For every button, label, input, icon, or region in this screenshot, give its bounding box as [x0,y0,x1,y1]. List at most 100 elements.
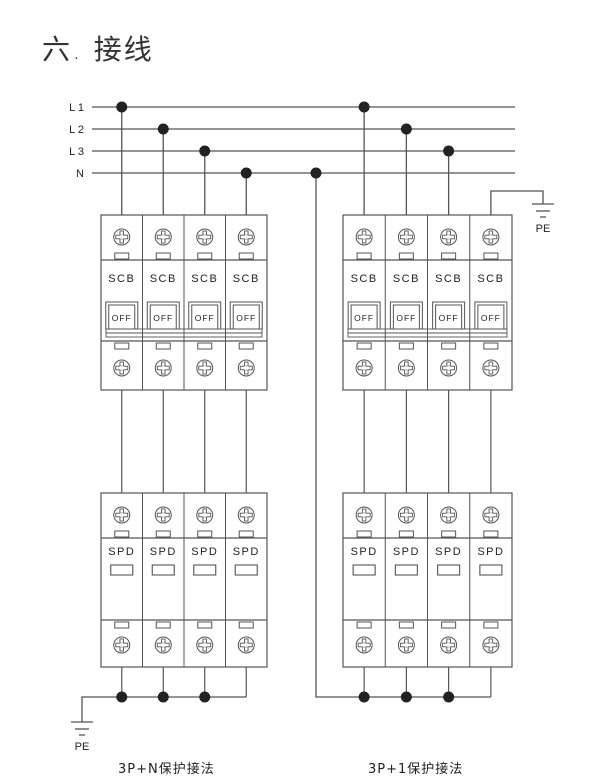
spd-top-terminal-screw [237,506,255,524]
scb-top-terminal-screw [482,228,500,246]
bus-label-l1: L 1 [69,102,84,114]
scb-top-clip [398,252,414,260]
scb-bottom-terminal-screw [355,359,373,377]
screw-slot-center [446,366,451,370]
spd-top-terminal-screw [397,506,415,524]
bus-label-l3: L 3 [69,146,84,158]
spd-top-clip [197,530,213,538]
scb-top-terminal-screw [440,228,458,246]
scb-bottom-clip [398,342,414,350]
scb-label: SCB [435,273,462,285]
scb-switch-state: OFF [195,313,215,323]
scb-bottom-clip [441,342,457,350]
screw-ring [113,506,131,524]
spd-bottom-clip [114,621,130,629]
screw-slot-center [404,235,409,239]
scb-top-clip [197,252,213,260]
screw-slot-center [202,513,207,517]
screw-ring [355,359,373,377]
scb-label: SCB [351,273,378,285]
section-title: 六. 接线 [42,33,154,66]
screw-slot-center [202,643,207,647]
screw-slot-center [202,366,207,370]
screw-slot-center [202,235,207,239]
scb-top-terminal-screw [196,228,214,246]
spd-indicator-window [352,564,376,576]
scb-top-clip [441,252,457,260]
spd-label: SPD [351,546,378,558]
spd-indicator-window [193,564,217,576]
screw-ring [440,506,458,524]
screw-ring [113,359,131,377]
scb-switch-state: OFF [153,313,173,323]
screw-ring [154,228,172,246]
spd-top-terminal-screw [482,506,500,524]
left-pe-junction-dot [199,691,211,703]
screw-slot-center [362,643,366,647]
spd-bottom-terminal-screw [482,636,500,654]
screw-slot-center [161,643,166,647]
screw-ring [154,506,172,524]
scb-handle-bar-lower [347,332,508,338]
scb-bottom-terminal-screw [482,359,500,377]
spd-bottom-clip [155,621,171,629]
bus-label-l2: L 2 [69,124,84,136]
spd-indicator-window [110,564,134,576]
scb-top-clip [238,252,254,260]
spd-top-clip [441,530,457,538]
screw-ring [237,359,255,377]
left-bus-junction-dot-l3 [199,145,211,157]
spd-indicator-window [151,564,175,576]
screw-slot-center [489,366,493,370]
screw-slot-center [446,235,451,239]
spd-top-clip [114,530,130,538]
right-neutral-junction-dot [400,691,412,703]
screw-slot-center [489,235,493,239]
screw-slot-center [362,235,366,239]
scb-bottom-terminal-screw [154,359,172,377]
scb-top-terminal-screw [355,228,373,246]
bus-label-n: N [76,168,84,180]
scb-bottom-terminal-screw [196,359,214,377]
screw-slot-center [446,643,451,647]
spd-bottom-terminal-screw [196,636,214,654]
screw-ring [196,506,214,524]
left-pe-ground-symbol: PE [71,721,93,753]
right-bus-junction-dot-l1 [358,101,370,113]
spd-bottom-clip [238,621,254,629]
scb-switch-state: OFF [481,313,501,323]
scb-label: SCB [150,273,177,285]
spd-top-clip [238,530,254,538]
spd-top-terminal-screw [113,506,131,524]
screw-slot-center [119,513,124,517]
spd-bottom-clip [483,621,499,629]
right-neutral-bus [315,173,491,698]
screw-slot-center [404,643,409,647]
screw-ring [355,506,373,524]
spd-top-terminal-screw [440,506,458,524]
left-bus-junction-dot-l2 [157,123,169,135]
spd-top-terminal-screw [355,506,373,524]
spd-top-clip [483,530,499,538]
spd-bottom-terminal-screw [397,636,415,654]
scb-bottom-clip [483,342,499,350]
scb-switch-inner [477,304,505,330]
spd-bottom-clip [197,621,213,629]
scb-bottom-clip [197,342,213,350]
right-bus-junction-dot-l2 [400,123,412,135]
scb-bottom-terminal-screw [237,359,255,377]
screw-slot-center [244,366,249,370]
spd-top-clip [155,530,171,538]
spd-top-clip [398,530,414,538]
screw-slot-center [446,513,451,517]
screw-ring [196,359,214,377]
screw-ring [237,228,255,246]
screw-ring [482,228,500,246]
screw-ring [397,506,415,524]
spd-bottom-terminal-screw [355,636,373,654]
screw-slot-center [362,366,366,370]
screw-ring [237,506,255,524]
screw-slot-center [244,513,249,517]
scb-top-clip [155,252,171,260]
